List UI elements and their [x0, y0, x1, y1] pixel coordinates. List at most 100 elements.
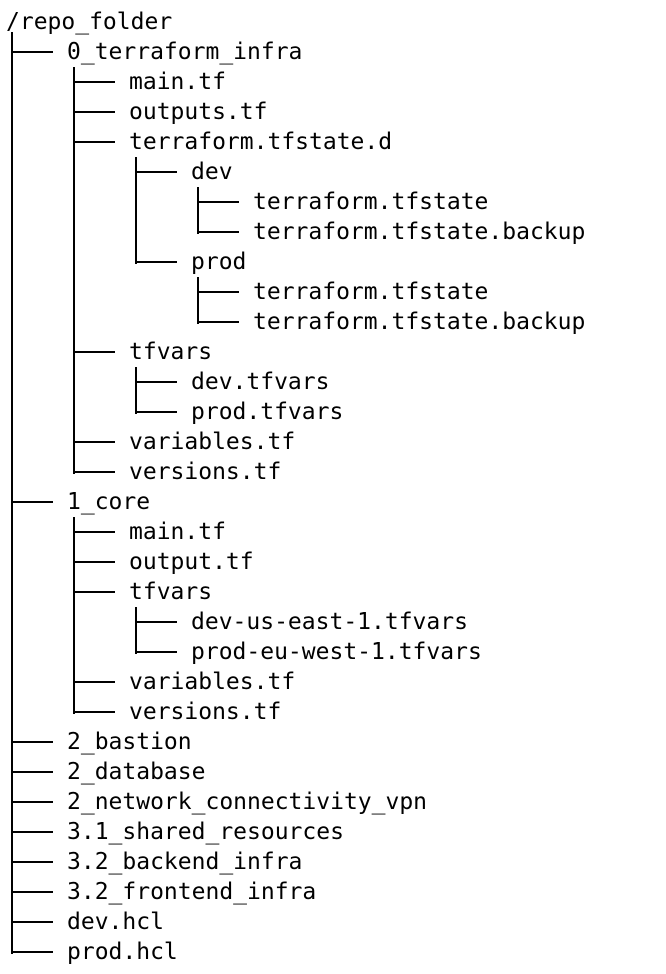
- tree-branch: [11, 951, 53, 953]
- tree-connector-line: [73, 247, 75, 277]
- tree-connector-line: [73, 457, 75, 474]
- tree-file-label: terraform.tfstate.backup: [253, 309, 586, 335]
- tree-file-label: main.tf: [129, 519, 226, 545]
- tree-file-label: variables.tf: [129, 429, 296, 455]
- tree-connector-line: [11, 517, 13, 547]
- tree-connector-line: [11, 277, 13, 307]
- tree-branch: [11, 51, 53, 53]
- tree-root-row: /repo_folder: [0, 7, 666, 37]
- tree-connector-line: [135, 187, 137, 217]
- tree-row: prod: [0, 247, 666, 277]
- tree-branch: [135, 411, 177, 413]
- tree-connector-line: [73, 397, 75, 427]
- tree-file-label: versions.tf: [129, 459, 282, 485]
- tree-row: 1_core: [0, 487, 666, 517]
- tree-file-label: output.tf: [129, 549, 254, 575]
- tree-file-label: outputs.tf: [129, 99, 268, 125]
- tree-connector-line: [11, 457, 13, 487]
- tree-connector-line: [73, 637, 75, 667]
- tree-branch: [73, 591, 115, 593]
- tree-connector-line: [11, 127, 13, 157]
- tree-branch: [197, 231, 239, 233]
- tree-row: output.tf: [0, 547, 666, 577]
- tree-row: terraform.tfstate.backup: [0, 217, 666, 247]
- tree-row: variables.tf: [0, 667, 666, 697]
- tree-file-label: prod.hcl: [67, 939, 178, 965]
- tree-folder-label: tfvars: [129, 579, 213, 605]
- tree-file-label: variables.tf: [129, 669, 296, 695]
- tree-connector-line: [11, 307, 13, 337]
- tree-row: tfvars: [0, 337, 666, 367]
- tree-connector-line: [73, 277, 75, 307]
- tree-row: dev.tfvars: [0, 367, 666, 397]
- tree-branch: [11, 831, 53, 833]
- tree-connector-line: [11, 32, 13, 38]
- tree-connector-line: [197, 217, 199, 234]
- tree-row: 3.2_frontend_infra: [0, 877, 666, 907]
- tree-row: prod.tfvars: [0, 397, 666, 427]
- tree-file-label: main.tf: [129, 69, 226, 95]
- tree-folder-label: 2_network_connectivity_vpn: [67, 789, 428, 815]
- tree-connector-line: [73, 307, 75, 337]
- tree-connector-line: [197, 307, 199, 324]
- tree-branch: [73, 681, 115, 683]
- tree-connector-line: [11, 547, 13, 577]
- tree-branch: [11, 501, 53, 503]
- tree-branch: [135, 621, 177, 623]
- tree-folder-label: 2_bastion: [67, 729, 192, 755]
- tree-row: 2_bastion: [0, 727, 666, 757]
- tree-branch: [73, 111, 115, 113]
- tree-connector-line: [135, 637, 137, 654]
- tree-folder-label: dev: [191, 159, 233, 185]
- tree-row: terraform.tfstate: [0, 187, 666, 217]
- tree-file-label: 3.2_backend_infra: [67, 849, 303, 875]
- tree-root-label: /repo_folder: [6, 9, 173, 35]
- tree-connector-line: [135, 247, 137, 264]
- tree-branch: [11, 771, 53, 773]
- tree-connector-line: [11, 937, 13, 954]
- tree-connector-line: [73, 607, 75, 637]
- tree-row: terraform.tfstate.backup: [0, 307, 666, 337]
- tree-file-label: prod.tfvars: [191, 399, 344, 425]
- tree-connector-line: [73, 217, 75, 247]
- tree-row: 3.2_backend_infra: [0, 847, 666, 877]
- tree-file-label: terraform.tfstate.backup: [253, 219, 586, 245]
- tree-connector-line: [11, 367, 13, 397]
- tree-connector-line: [11, 337, 13, 367]
- tree-file-label: 3.1_shared_resources: [67, 819, 344, 845]
- tree-connector-line: [73, 697, 75, 714]
- tree-file-label: 3.2_frontend_infra: [67, 879, 317, 905]
- tree-connector-line: [73, 187, 75, 217]
- tree-connector-line: [73, 157, 75, 187]
- tree-file-label: terraform.tfstate: [253, 189, 489, 215]
- tree-folder-label: tfvars: [129, 339, 213, 365]
- tree-connector-line: [11, 67, 13, 97]
- tree-row: prod-eu-west-1.tfvars: [0, 637, 666, 667]
- tree-row: prod.hcl: [0, 937, 666, 967]
- tree-connector-line: [11, 157, 13, 187]
- tree-branch: [73, 441, 115, 443]
- tree-branch: [11, 861, 53, 863]
- tree-row: versions.tf: [0, 697, 666, 727]
- tree-row: 3.1_shared_resources: [0, 817, 666, 847]
- tree-branch: [73, 351, 115, 353]
- tree-branch: [135, 651, 177, 653]
- tree-connector-line: [135, 397, 137, 414]
- tree-branch: [135, 171, 177, 173]
- tree-branch: [11, 891, 53, 893]
- tree-branch: [11, 741, 53, 743]
- tree-connector-line: [135, 217, 137, 247]
- tree-row: versions.tf: [0, 457, 666, 487]
- tree-row: 2_network_connectivity_vpn: [0, 787, 666, 817]
- tree-branch: [135, 261, 177, 263]
- tree-branch: [73, 81, 115, 83]
- tree-branch: [135, 381, 177, 383]
- tree-row: main.tf: [0, 517, 666, 547]
- tree-branch: [73, 711, 115, 713]
- tree-row: variables.tf: [0, 427, 666, 457]
- tree-connector-line: [11, 577, 13, 607]
- tree-file-label: versions.tf: [129, 699, 282, 725]
- tree-connector-line: [11, 397, 13, 427]
- tree-connector-line: [11, 97, 13, 127]
